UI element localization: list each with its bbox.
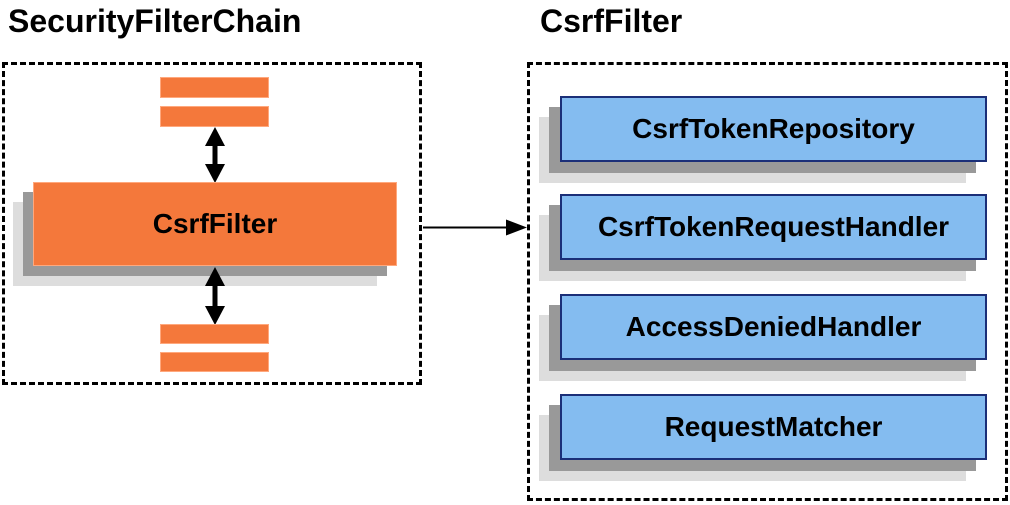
security-filter-chain-container [2, 62, 422, 385]
csrf-filter-container [527, 62, 1008, 501]
request-matcher-box: RequestMatcher [560, 394, 987, 460]
access-denied-handler-box: AccessDeniedHandler [560, 294, 987, 360]
filter-placeholder-bar [160, 106, 269, 127]
security-filter-chain-title: SecurityFilterChain [8, 3, 302, 39]
component-label: RequestMatcher [664, 411, 883, 442]
component-label: AccessDeniedHandler [625, 311, 922, 342]
csrf-filter-title: CsrfFilter [540, 3, 683, 39]
csrf-token-request-handler-box: CsrfTokenRequestHandler [560, 194, 987, 260]
component-label: CsrfTokenRequestHandler [597, 211, 950, 242]
csrf-token-repository-box: CsrfTokenRepository [560, 96, 987, 162]
filter-placeholder-bar [160, 324, 269, 344]
arrow-right-icon [423, 219, 527, 236]
csrf-filter-box: CsrfFilter [33, 182, 397, 266]
double-arrow-icon [205, 127, 225, 183]
double-arrow-icon [205, 267, 225, 325]
component-label: CsrfTokenRepository [632, 113, 915, 144]
filter-placeholder-bar [160, 77, 269, 98]
filter-placeholder-bar [160, 352, 269, 372]
csrf-filter-box-label: CsrfFilter [152, 208, 278, 239]
